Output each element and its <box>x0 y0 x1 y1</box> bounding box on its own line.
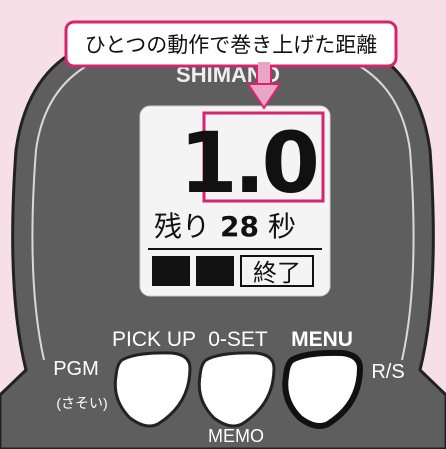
end-label: 終了 <box>253 259 301 287</box>
pgm-sub-label: (さそい) <box>56 395 107 411</box>
callout-arrow-joint <box>258 62 270 68</box>
end-label-box <box>240 255 314 287</box>
remaining-label: 残り <box>154 210 210 243</box>
callout-box <box>64 20 398 68</box>
remaining-seconds: 28 <box>220 210 259 243</box>
o-set-label: 0-SET <box>208 328 268 351</box>
memo-label: MEMO <box>208 426 264 446</box>
pgm-label: PGM <box>53 358 99 380</box>
menu-label: MENU <box>291 328 353 351</box>
callout-text: ひとつの動作で巻き上げた距離 <box>85 33 378 57</box>
lcd-segment-block-2 <box>196 256 234 286</box>
counter-value: 1.0 <box>179 114 316 212</box>
seconds-unit: 秒 <box>268 210 296 243</box>
pick-up-button[interactable] <box>113 351 192 428</box>
o-set-button[interactable] <box>197 351 276 428</box>
pick-up-label: PICK UP <box>112 328 196 351</box>
menu-button[interactable] <box>282 349 364 429</box>
body-trim-left <box>31 55 109 361</box>
callout-arrow-head <box>246 83 282 110</box>
lcd-segment-block-1 <box>152 256 190 286</box>
counter-highlight-frame <box>202 111 325 203</box>
rs-label: R/S <box>371 361 404 383</box>
